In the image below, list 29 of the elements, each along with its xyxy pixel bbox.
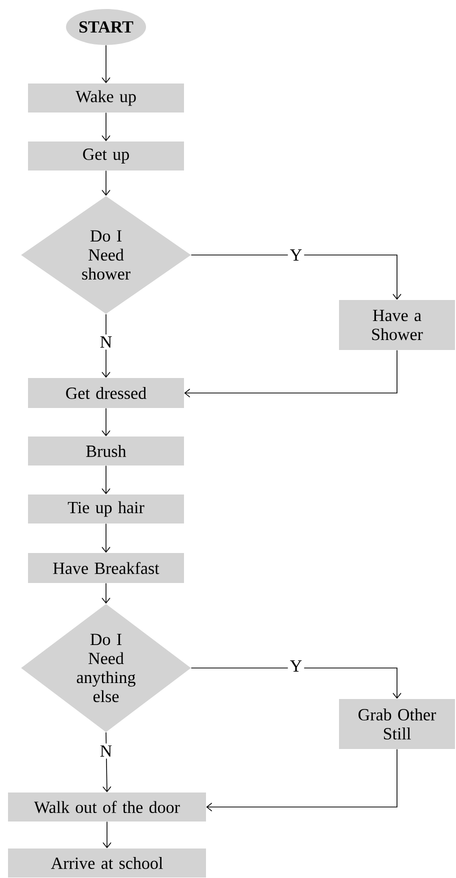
arrow — [102, 314, 110, 378]
arrow — [184, 350, 398, 398]
process-box: Arrive at school — [8, 848, 206, 878]
arrow — [102, 523, 110, 553]
edge-label: Y — [288, 247, 304, 263]
arrow — [206, 748, 398, 812]
edge-label: N — [98, 334, 114, 350]
process-box: Have Breakfast — [28, 553, 184, 583]
arrow — [102, 821, 112, 848]
start-oval: START — [66, 9, 146, 45]
process-box: Walk out of the door — [8, 792, 206, 822]
edge-label: N — [98, 743, 114, 759]
process-box: Tie up hair — [28, 494, 184, 524]
process-box: Grab Other Still — [339, 699, 455, 749]
arrow — [102, 732, 112, 792]
process-box: Wake up — [28, 84, 184, 112]
arrow — [102, 582, 110, 604]
process-box: Get dressed — [28, 378, 184, 408]
arrow — [102, 44, 110, 84]
arrow — [102, 408, 110, 436]
process-box: Brush — [28, 436, 184, 466]
arrow — [190, 254, 402, 300]
process-box: Get up — [28, 142, 184, 170]
arrow — [102, 170, 110, 196]
arrow — [190, 668, 402, 699]
edge-label: Y — [288, 658, 304, 674]
process-box: Have a Shower — [339, 300, 455, 350]
arrow — [102, 465, 110, 494]
arrow — [102, 112, 110, 142]
